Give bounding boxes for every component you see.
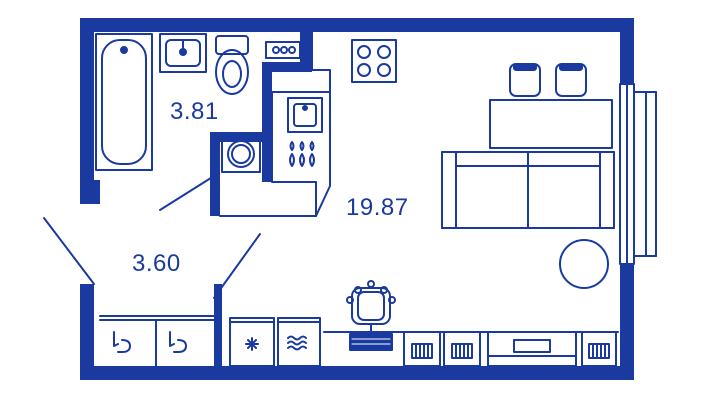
bathroom-area-label: 3.81 (170, 98, 219, 125)
boiler (265, 41, 301, 59)
dishwasher (277, 317, 321, 367)
waves-icon (287, 335, 307, 351)
partition-kitchen-right (315, 91, 331, 217)
partition-kitchen (219, 31, 331, 217)
gas-symbol (289, 141, 315, 167)
wall-left-lower (80, 284, 94, 380)
desk-chair (346, 280, 396, 333)
tv-stand (487, 331, 577, 367)
living-room-area-label: 19.87 (346, 194, 409, 221)
dining-chair-right (555, 63, 587, 97)
wall-bath-step (262, 62, 312, 72)
keyboard (349, 333, 393, 351)
radiator-icon-2 (443, 331, 481, 367)
radiator-icon-3 (581, 331, 617, 367)
fridge (229, 317, 275, 367)
wall-bath-inner (262, 62, 272, 182)
dining-chair-left (509, 63, 541, 97)
wall-hall-left (94, 180, 100, 204)
entry-door-right (213, 233, 261, 299)
bathroom-door (159, 175, 215, 211)
sofa (441, 151, 615, 229)
hallway-area-label: 3.60 (132, 250, 181, 277)
wall-bath-left (210, 132, 220, 216)
dining-table (489, 99, 613, 149)
wall-bath-right (300, 32, 312, 70)
entry-door-left (43, 217, 95, 285)
stove (351, 39, 397, 83)
washing-machine (221, 135, 261, 173)
bathroom-sink (159, 33, 207, 73)
wall-right-upper (620, 18, 634, 84)
snowflake-icon (245, 337, 259, 351)
wall-bottom (80, 366, 634, 380)
radiator-icon-1 (403, 331, 441, 367)
window (619, 83, 657, 265)
wall-hall-right (214, 284, 222, 366)
wardrobe (99, 315, 215, 367)
wall-right-lower (620, 264, 634, 380)
round-table (559, 239, 609, 289)
bathtub (95, 33, 153, 171)
wall-left-upper (80, 18, 94, 204)
toilet (215, 35, 249, 95)
kitchen-sink (287, 97, 323, 133)
wall-top (80, 18, 634, 32)
